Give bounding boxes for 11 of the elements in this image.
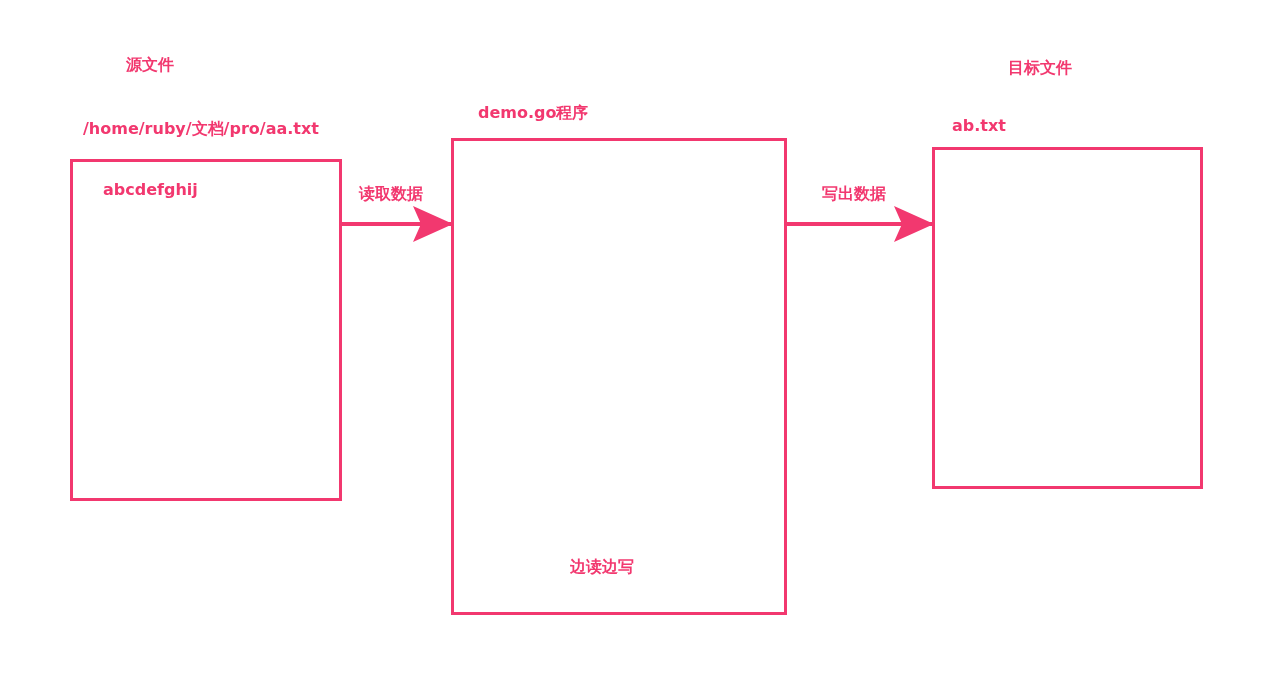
box-text: abcdefghij: [103, 180, 198, 200]
arrow: [787, 206, 934, 242]
box-heading: 源文件: [126, 55, 174, 75]
box-text: 边读边写: [570, 557, 634, 577]
box-heading: ab.txt: [952, 116, 1006, 136]
edge-label: 写出数据: [819, 184, 888, 204]
box-heading: 目标文件: [1008, 58, 1072, 78]
arrow: [342, 206, 453, 242]
box-heading: /home/ruby/文档/pro/aa.txt: [83, 119, 319, 139]
box-heading: demo.go程序: [478, 103, 589, 123]
edge-label: 读取数据: [356, 184, 425, 204]
